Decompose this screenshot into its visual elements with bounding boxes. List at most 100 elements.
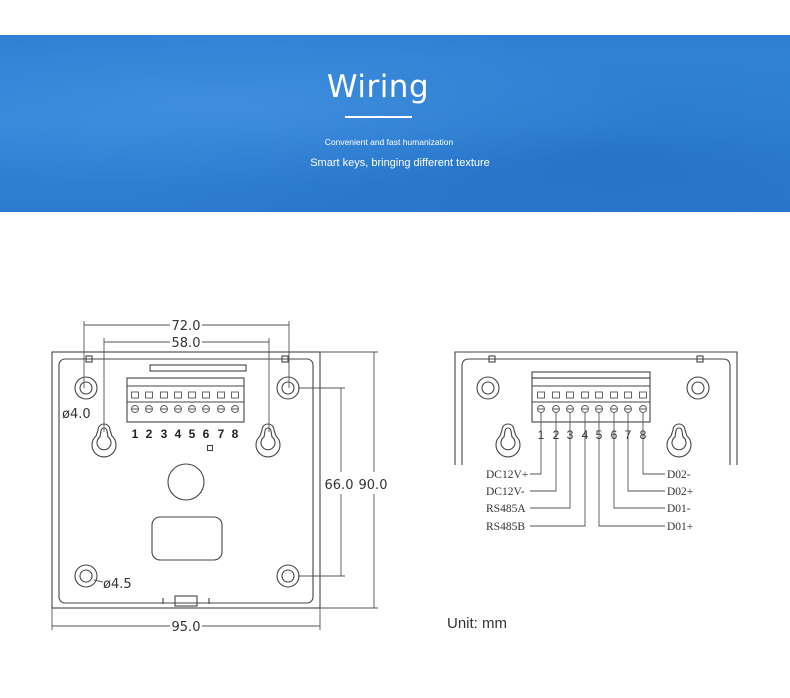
keyhole-left-inner bbox=[96, 427, 112, 451]
left-terminal-slot-7 bbox=[217, 391, 225, 399]
right-terminal-number-2: 2 bbox=[553, 428, 560, 442]
right-device-inner-frame bbox=[461, 358, 731, 465]
left-terminal-screw-4 bbox=[174, 405, 182, 413]
right-terminal-screw-2 bbox=[552, 405, 560, 413]
left-device-inner-frame bbox=[58, 358, 314, 604]
left-terminal-slot-1 bbox=[131, 391, 139, 399]
unit-label: Unit: mm bbox=[447, 615, 507, 632]
right-keyhole-right-outer bbox=[666, 423, 692, 458]
left-mounting-holes bbox=[74, 376, 300, 588]
right-terminal-screws bbox=[537, 391, 647, 413]
right-keyhole-left-inner bbox=[500, 427, 516, 451]
hole-label-upper: ø4.0 bbox=[62, 407, 91, 422]
wire-label-d01-plus: D01+ bbox=[667, 521, 693, 533]
left-terminal-number-4: 4 bbox=[175, 427, 182, 441]
keyhole-right-inner bbox=[260, 427, 276, 451]
right-device-body bbox=[454, 351, 738, 465]
left-device-outer-frame bbox=[51, 351, 321, 609]
right-hole-right-outer bbox=[686, 376, 710, 400]
left-top-slot bbox=[149, 364, 247, 372]
right-terminal-screw-8 bbox=[639, 405, 647, 413]
left-device-body bbox=[51, 351, 321, 609]
right-terminal-slot-6 bbox=[610, 391, 618, 399]
left-terminal-number-2: 2 bbox=[146, 427, 153, 441]
wire-terminal-1 bbox=[530, 413, 542, 475]
hole-label-lower: ø4.5 bbox=[103, 577, 132, 592]
right-terminal-slot-1 bbox=[537, 391, 545, 399]
right-device-drawing: 1 2 3 4 5 6 7 8 DC12V+ DC12V- RS485A RS4… bbox=[454, 351, 738, 533]
left-terminal-slot-4 bbox=[174, 391, 182, 399]
right-terminal-slot-3 bbox=[566, 391, 574, 399]
wire-terminal-4 bbox=[530, 413, 586, 527]
left-dimension-lines bbox=[51, 321, 378, 630]
left-terminal-number-7: 7 bbox=[218, 427, 225, 441]
left-bottom-tab bbox=[174, 595, 198, 607]
hole-bottom-right-inner bbox=[281, 569, 295, 583]
wire-label-rs485a: RS485A bbox=[486, 503, 526, 515]
right-terminal-slot-4 bbox=[581, 391, 589, 399]
left-small-square-marker bbox=[206, 444, 214, 452]
dim-label-58: 58.0 bbox=[172, 336, 201, 351]
hole-top-left-inner bbox=[79, 381, 93, 395]
right-terminal-slot-8 bbox=[639, 391, 647, 399]
header-banner: Wiring Convenient and fast humanization … bbox=[0, 35, 790, 212]
hole-top-left-outer bbox=[74, 376, 98, 400]
title-underline bbox=[345, 116, 412, 118]
left-terminal-screw-3 bbox=[160, 405, 168, 413]
right-terminal-number-1: 1 bbox=[538, 428, 545, 442]
right-terminal-number-7: 7 bbox=[625, 428, 632, 442]
wire-terminal-7 bbox=[627, 413, 665, 492]
left-terminal-number-3: 3 bbox=[161, 427, 168, 441]
left-terminal-screw-7 bbox=[217, 405, 225, 413]
dim-label-72: 72.0 bbox=[172, 319, 201, 334]
left-terminal-slot-5 bbox=[188, 391, 196, 399]
left-terminal-screws bbox=[131, 391, 239, 413]
left-top-notch-left bbox=[85, 355, 93, 363]
hole-bottom-right-outer bbox=[276, 564, 300, 588]
right-keyhole-right-inner bbox=[671, 427, 687, 451]
left-terminal-number-8: 8 bbox=[232, 427, 239, 441]
left-center-circle bbox=[167, 463, 205, 501]
hole-top-right-inner bbox=[281, 381, 295, 395]
hole-bottom-left-outer bbox=[74, 564, 98, 588]
wire-label-dc12v-plus: DC12V+ bbox=[486, 469, 528, 481]
right-terminal-screw-6 bbox=[610, 405, 618, 413]
right-terminal-screw-7 bbox=[624, 405, 632, 413]
left-device-drawing: 1 2 3 4 5 6 7 8 bbox=[51, 319, 388, 635]
right-terminal-number-6: 6 bbox=[611, 428, 618, 442]
left-terminal-slot-8 bbox=[231, 391, 239, 399]
wire-terminal-3 bbox=[530, 413, 571, 509]
right-terminal-number-3: 3 bbox=[567, 428, 574, 442]
left-terminal-number-6: 6 bbox=[203, 427, 210, 441]
dim-label-90: 90.0 bbox=[359, 478, 388, 493]
hole-bottom-left-inner bbox=[79, 569, 93, 583]
wire-terminal-8 bbox=[642, 413, 665, 475]
dim-label-66: 66.0 bbox=[325, 478, 354, 493]
right-terminal-slot-7 bbox=[624, 391, 632, 399]
right-terminal-number-8: 8 bbox=[640, 428, 647, 442]
left-center-rounded-window bbox=[151, 516, 223, 561]
left-terminal-slot-2 bbox=[145, 391, 153, 399]
wire-label-rs485b: RS485B bbox=[486, 521, 525, 533]
right-terminal-block bbox=[531, 377, 651, 423]
hole-lower-leader bbox=[93, 579, 104, 583]
right-terminal-screw-1 bbox=[537, 405, 545, 413]
right-top-slot bbox=[531, 371, 651, 379]
left-terminal-screw-8 bbox=[231, 405, 239, 413]
right-terminal-screw-3 bbox=[566, 405, 574, 413]
left-terminal-screw-2 bbox=[145, 405, 153, 413]
hole-top-right-outer bbox=[276, 376, 300, 400]
wire-label-d02-minus: D02- bbox=[667, 469, 691, 481]
dim-label-95: 95.0 bbox=[172, 620, 201, 635]
left-terminal-block: 1 2 3 4 5 6 7 8 bbox=[126, 377, 245, 441]
right-top-notch-left bbox=[488, 355, 496, 363]
left-terminal-slot-6 bbox=[202, 391, 210, 399]
wiring-drawings: 1 2 3 4 5 6 7 8 bbox=[51, 319, 738, 635]
left-terminal-housing bbox=[126, 377, 245, 423]
wire-terminal-2 bbox=[530, 413, 557, 492]
wire-terminal-6 bbox=[613, 413, 665, 509]
right-hole-left-outer bbox=[476, 376, 500, 400]
right-keyhole-left-outer bbox=[495, 423, 521, 458]
banner-subtitle: Convenient and fast humanization bbox=[324, 137, 454, 147]
right-terminal-housing bbox=[531, 377, 651, 423]
